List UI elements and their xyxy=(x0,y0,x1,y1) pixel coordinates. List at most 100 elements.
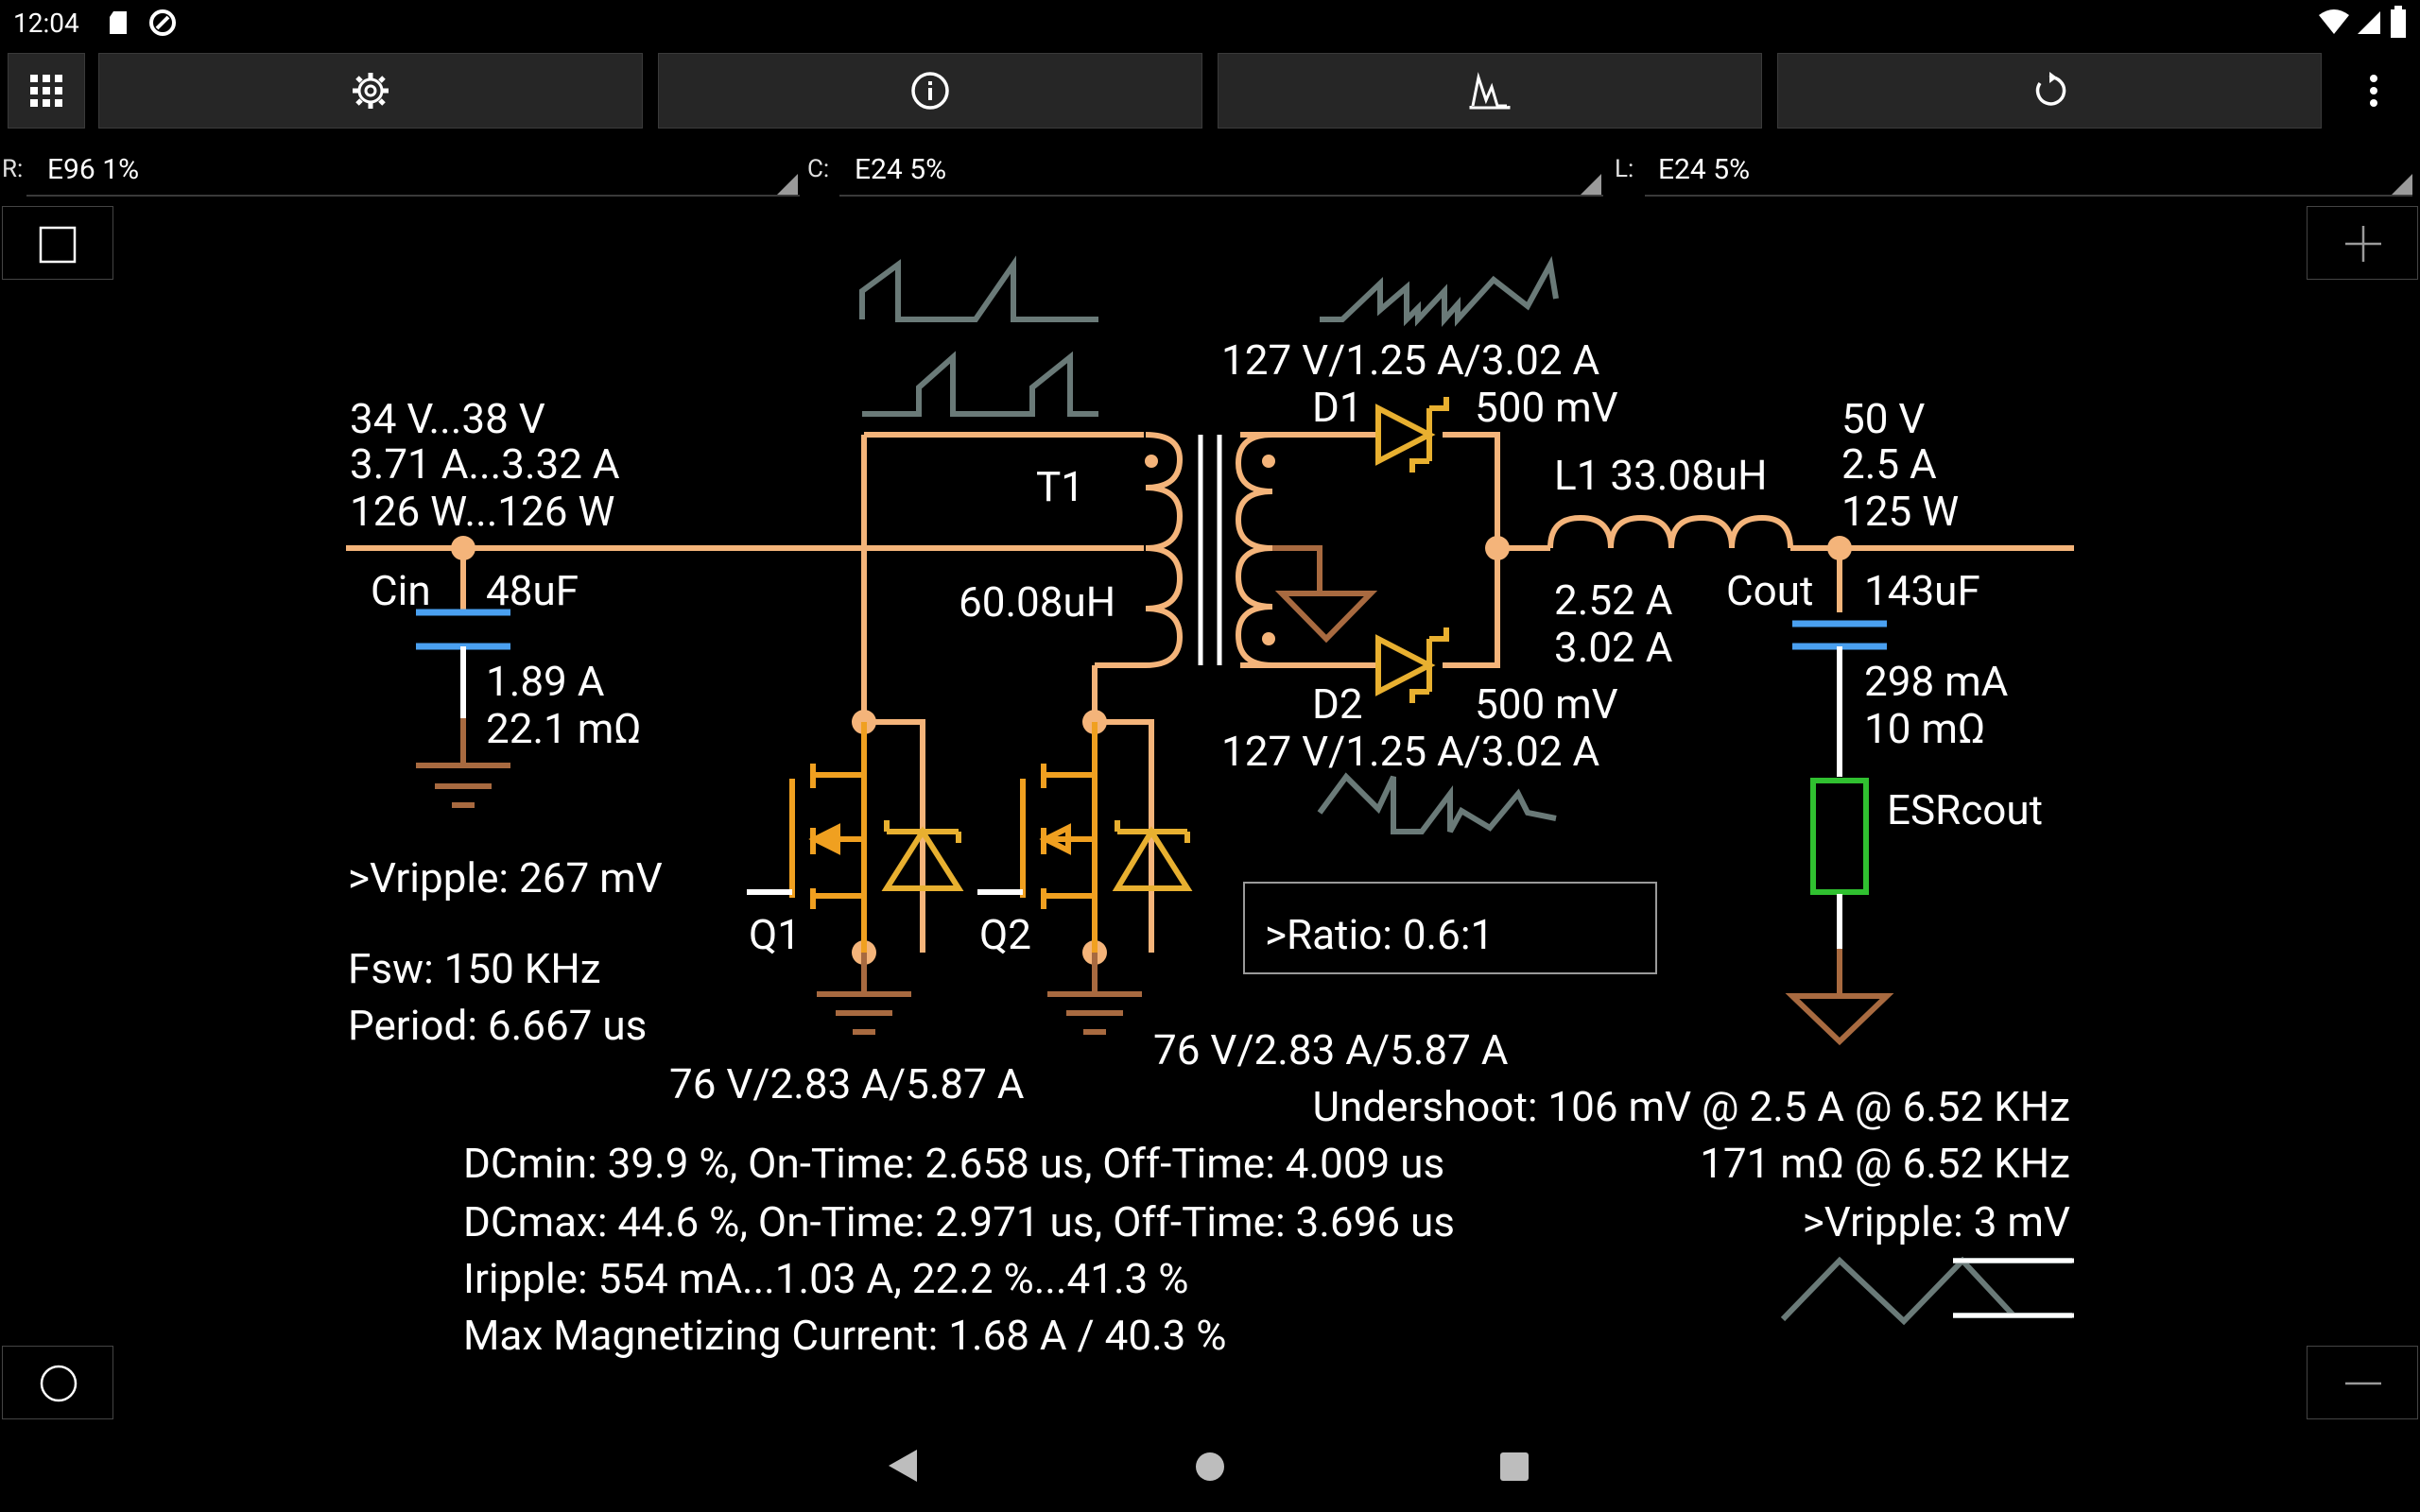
l-tolerance-select[interactable]: L: E24 5% xyxy=(1611,142,2416,197)
cout-esr-label: 10 mΩ xyxy=(1864,704,1985,753)
battery-icon xyxy=(2391,6,2406,38)
iripple-label: Iripple: 554 mA...1.03 A, 22.2 %...41.3 … xyxy=(463,1254,1188,1303)
cin-value-label: 48uF xyxy=(486,566,579,615)
waveform-icon xyxy=(1469,72,1511,110)
waveform-button[interactable] xyxy=(1218,53,1762,129)
back-icon[interactable] xyxy=(885,1448,919,1484)
q2-name-label: Q2 xyxy=(979,910,1031,959)
input-voltage-label: 34 V...38 V xyxy=(350,394,545,443)
select-mode-button[interactable] xyxy=(2,206,113,280)
more-vert-icon xyxy=(2370,75,2377,107)
input-power-label: 126 W...126 W xyxy=(350,487,614,536)
r-tolerance-value: E96 1% xyxy=(47,153,140,186)
plus-icon xyxy=(2345,226,2381,262)
diode-d2 xyxy=(1375,627,1449,703)
apps-grid-button[interactable] xyxy=(8,53,85,129)
mosfet-q1 xyxy=(747,722,964,953)
c-tolerance-select[interactable]: C: E24 5% xyxy=(805,142,1609,197)
sd-card-icon xyxy=(110,11,127,34)
l1-label: L1 33.08uH xyxy=(1554,451,1768,500)
zoom-out-button[interactable] xyxy=(2307,1346,2418,1419)
impedance-label: 171 mΩ @ 6.52 KHz xyxy=(1700,1139,2070,1188)
refresh-icon xyxy=(2035,72,2066,106)
navigation-bar xyxy=(0,1419,2420,1512)
esrcout-name-label: ESRcout xyxy=(1887,785,2043,834)
toolbar xyxy=(0,49,2420,136)
magnetizing-current-label: Max Magnetizing Current: 1.68 A / 40.3 % xyxy=(463,1311,1227,1360)
vripple-in-label: >Vripple: 267 mV xyxy=(348,853,663,902)
minus-icon xyxy=(2345,1382,2381,1385)
q2-ratings-label: 76 V/2.83 A/5.87 A xyxy=(1153,1025,1509,1074)
d1-vf-label: 500 mV xyxy=(1475,383,1618,432)
cin-esr-label: 22.1 mΩ xyxy=(486,704,642,753)
q1-ratings-label: 76 V/2.83 A/5.87 A xyxy=(669,1059,1025,1108)
status-time: 12:04 xyxy=(13,8,79,39)
info-button[interactable] xyxy=(658,53,1202,129)
capacitor-cin xyxy=(416,609,510,808)
l1-current-pk-label: 3.02 A xyxy=(1554,623,1673,672)
c-tolerance-value: E24 5% xyxy=(855,153,947,186)
status-bar: 12:04 xyxy=(0,0,2420,49)
zoom-in-button[interactable] xyxy=(2307,206,2418,280)
home-icon[interactable] xyxy=(1193,1450,1227,1484)
dropdown-arrow-icon xyxy=(2392,174,2412,195)
cin-current-label: 1.89 A xyxy=(486,657,605,706)
data-saver-icon xyxy=(149,9,176,36)
undershoot-label: Undershoot: 106 mV @ 2.5 A @ 6.52 KHz xyxy=(1312,1082,2070,1131)
q1-name-label: Q1 xyxy=(749,910,801,959)
l-tolerance-label: L: xyxy=(1615,155,1634,183)
output-voltage-label: 50 V xyxy=(1841,394,1925,443)
capacitor-cout xyxy=(1792,548,1887,777)
dropdown-arrow-icon xyxy=(777,174,798,195)
d1-name-label: D1 xyxy=(1312,383,1363,432)
cout-value-label: 143uF xyxy=(1864,566,1980,615)
t1-inductance-label: 60.08uH xyxy=(959,577,1115,627)
ratio-box[interactable] xyxy=(1243,882,1657,974)
output-current-label: 2.5 A xyxy=(1841,439,1937,489)
fsw-label: Fsw: 150 KHz xyxy=(348,944,601,993)
info-icon xyxy=(911,72,949,110)
cout-current-label: 298 mA xyxy=(1864,657,2009,706)
diode-d1 xyxy=(1375,397,1449,472)
gear-icon xyxy=(353,73,389,109)
c-tolerance-label: C: xyxy=(807,155,830,183)
r-tolerance-label: R: xyxy=(2,155,24,183)
recents-icon[interactable] xyxy=(1499,1452,1530,1482)
vripple-out-label: >Vripple: 3 mV xyxy=(1803,1197,2070,1246)
cout-name-label: Cout xyxy=(1726,566,1813,615)
d1-ratings-label: 127 V/1.25 A/3.02 A xyxy=(1221,335,1600,385)
wifi-icon xyxy=(2319,9,2349,34)
switch-waveform xyxy=(859,255,2072,1326)
reset-button[interactable] xyxy=(1777,53,2322,129)
period-label: Period: 6.667 us xyxy=(348,1001,647,1050)
signal-icon xyxy=(2358,11,2380,34)
dropdown-arrow-icon xyxy=(1581,174,1601,195)
overflow-menu-button[interactable] xyxy=(2335,53,2412,129)
square-icon xyxy=(39,226,77,264)
l-tolerance-value: E24 5% xyxy=(1658,153,1751,186)
grid-icon xyxy=(30,75,62,107)
transformer-t1 xyxy=(1145,432,1275,668)
schematic-canvas[interactable]: 34 V...38 V 3.71 A...3.32 A 126 W...126 … xyxy=(0,198,2420,1418)
d2-ratings-label: 127 V/1.25 A/3.02 A xyxy=(1221,727,1600,776)
output-waveform-lines xyxy=(1953,1258,2074,1318)
t1-name-label: T1 xyxy=(1036,462,1084,511)
circle-icon xyxy=(40,1365,78,1402)
mosfet-ground-icons xyxy=(817,953,1142,1035)
l1-current-avg-label: 2.52 A xyxy=(1554,576,1673,625)
settings-button[interactable] xyxy=(98,53,643,129)
r-tolerance-select[interactable]: R: E96 1% xyxy=(0,142,804,197)
mosfet-q2 xyxy=(977,722,1193,953)
esr-resistor-esrcout xyxy=(1785,778,1894,1046)
dcmin-label: DCmin: 39.9 %, On-Time: 2.658 us, Off-Ti… xyxy=(463,1139,1444,1188)
cin-name-label: Cin xyxy=(371,566,431,615)
ratio-label[interactable]: >Ratio: 0.6:1 xyxy=(1265,910,1494,959)
input-current-label: 3.71 A...3.32 A xyxy=(350,439,620,489)
secondary-ground-icon xyxy=(1272,545,1378,644)
d2-name-label: D2 xyxy=(1312,679,1363,729)
d2-vf-label: 500 mV xyxy=(1475,679,1618,729)
inductor-l1 xyxy=(1547,514,1793,549)
dcmax-label: DCmax: 44.6 %, On-Time: 2.971 us, Off-Ti… xyxy=(463,1197,1455,1246)
output-power-label: 125 W xyxy=(1841,487,1959,536)
circle-mode-button[interactable] xyxy=(2,1346,113,1419)
